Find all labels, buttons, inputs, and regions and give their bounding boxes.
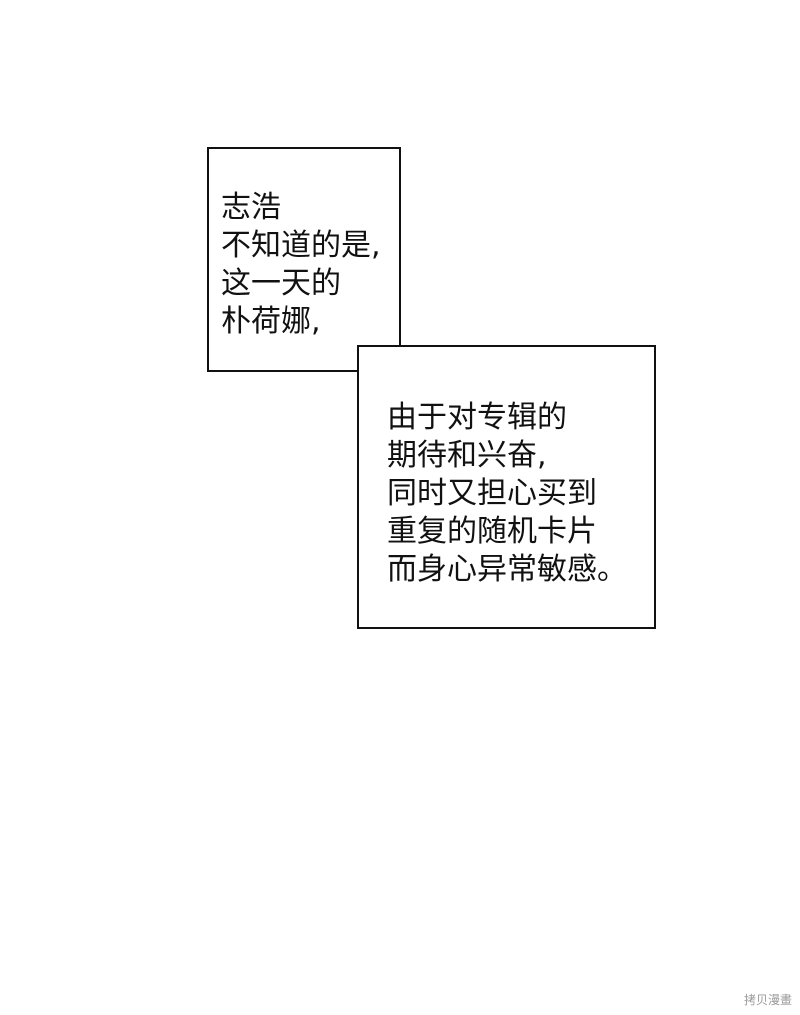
caption-2-line-4: 重复的随机卡片 <box>387 514 597 549</box>
caption-2-line-5: 而身心异常敏感。 <box>387 552 627 587</box>
caption-2-line-1: 由于对专辑的 <box>387 400 567 435</box>
caption-2-line-3: 同时又担心买到 <box>387 476 597 511</box>
caption-box-joiner <box>359 347 399 370</box>
caption-1-line-1: 志浩 <box>221 190 281 225</box>
caption-1-line-4: 朴荷娜, <box>221 304 321 339</box>
caption-1-line-2: 不知道的是, <box>221 228 381 263</box>
caption-box-1: 志浩 不知道的是, 这一天的 朴荷娜, <box>207 147 401 372</box>
caption-2-line-2: 期待和兴奋, <box>387 438 547 473</box>
watermark-text: 拷贝漫畫 <box>743 993 792 1007</box>
caption-1-line-3: 这一天的 <box>221 266 341 301</box>
caption-box-2: 由于对专辑的 期待和兴奋, 同时又担心买到 重复的随机卡片 而身心异常敏感。 <box>357 345 656 629</box>
